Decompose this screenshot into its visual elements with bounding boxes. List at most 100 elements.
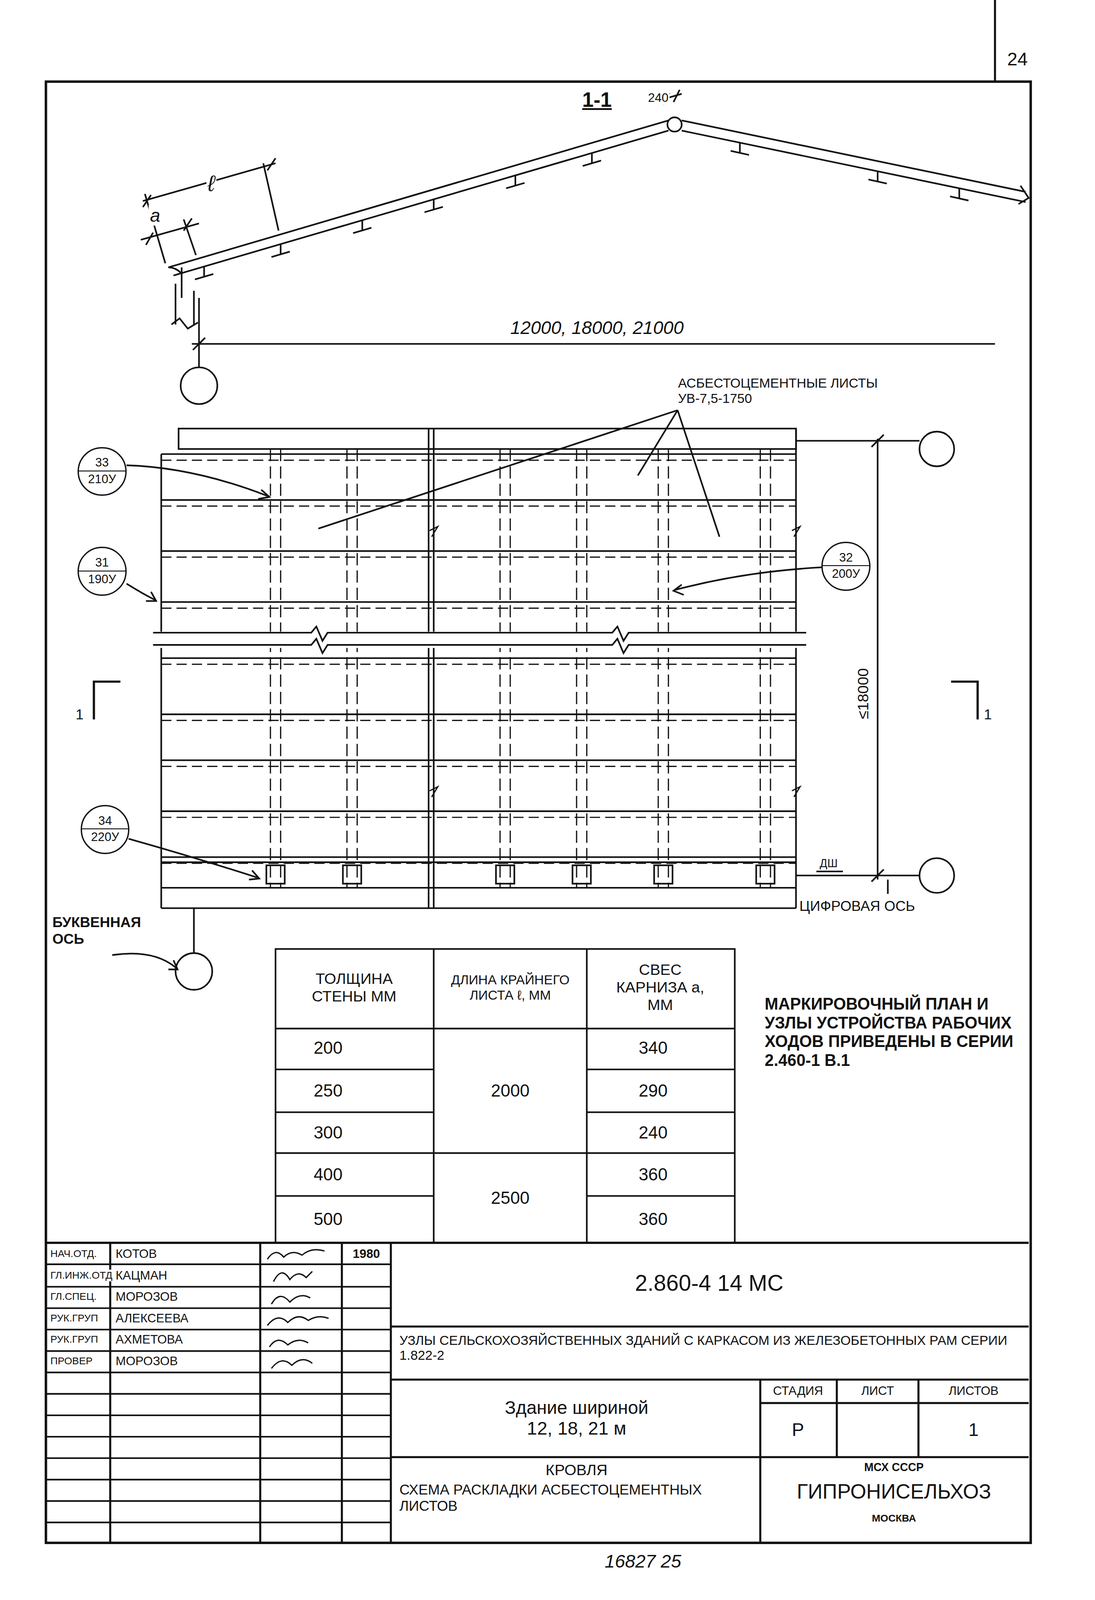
- table-cell: 400: [312, 1164, 344, 1185]
- role: ПРОВЕР: [49, 1355, 95, 1368]
- roof-plan: [509, 448, 512, 889]
- callout-code: 200У: [822, 566, 870, 590]
- axis-marker: [175, 431, 954, 990]
- purlin: [958, 188, 961, 199]
- axis-marker: [919, 431, 955, 467]
- purlin: [271, 251, 290, 257]
- roof-section: [171, 318, 198, 329]
- table-grid: [275, 1027, 735, 1030]
- roof-plan: [667, 448, 669, 889]
- callout-code: 220У: [82, 829, 129, 853]
- roof-plan: [427, 428, 430, 909]
- roof-plan: [576, 448, 578, 889]
- roof-plan: [499, 448, 501, 889]
- roof-plan: [161, 453, 797, 456]
- title-block-grid: [45, 1264, 391, 1523]
- table-grid: [432, 949, 435, 1244]
- dimension-symbol: a: [148, 204, 162, 226]
- person-name: КАЦМАН: [114, 1268, 170, 1283]
- title-block-grid: [760, 1379, 1029, 1544]
- leader-line: [258, 490, 270, 500]
- table-cell: 250: [312, 1081, 344, 1101]
- roof-plan: [346, 448, 348, 889]
- signature: [267, 1250, 329, 1369]
- table-cell: 2500: [489, 1187, 532, 1208]
- signature: [271, 1296, 311, 1305]
- roof-plan: [161, 607, 797, 610]
- table-header: ДЛИНА КРАЙНЕГО ЛИСТА ℓ, ММ: [435, 972, 586, 1004]
- roof-plan: [161, 459, 797, 462]
- purlin: [361, 220, 364, 231]
- signature: [271, 1360, 313, 1369]
- leader-line: [675, 567, 822, 591]
- callout-circle: 34220У: [80, 805, 130, 855]
- purlin: [591, 153, 593, 164]
- title-block-grid: [390, 1326, 1029, 1458]
- roof-plan: [161, 505, 797, 508]
- table-cell: 340: [637, 1038, 669, 1059]
- callout-number: 32: [822, 543, 870, 567]
- document-code: 2.860-4 14 МС: [633, 1270, 785, 1297]
- dimension-line: [142, 163, 276, 202]
- sheet-frame: [45, 81, 1031, 1544]
- person-name: АХМЕТОВА: [114, 1333, 185, 1347]
- section-marker: [93, 681, 121, 720]
- axis-marker: [919, 858, 955, 894]
- title-block-grid: [45, 1241, 1029, 1245]
- roof-section: [681, 120, 1026, 192]
- roof-plan: [432, 428, 435, 909]
- role: НАЧ.ОТД.: [49, 1248, 99, 1260]
- section-title: 1-1: [581, 88, 614, 112]
- roof-plan: [769, 448, 772, 889]
- table-cell: 360: [637, 1209, 669, 1230]
- person-name: КОТОВ: [114, 1246, 159, 1261]
- purlin: [730, 151, 750, 156]
- stage-value: Р: [790, 1419, 806, 1441]
- roof-section: [667, 117, 682, 132]
- dimension-line: [796, 875, 920, 877]
- section-marker-label: 1: [982, 705, 994, 723]
- section-marker-label: 1: [74, 705, 86, 723]
- dimension-line: [198, 297, 201, 368]
- organisation: МОСКВА: [870, 1512, 918, 1525]
- purlin: [950, 196, 969, 201]
- leader-line: [248, 870, 260, 880]
- roof-section: [168, 120, 669, 268]
- table-cell: 240: [637, 1122, 669, 1143]
- dimension-value: ≤18000: [854, 667, 873, 721]
- stage-value: 1: [966, 1419, 981, 1441]
- title-block-grid: [109, 1243, 391, 1544]
- roof-plan: [161, 664, 797, 666]
- person-name: АЛЕКСЕЕВА: [114, 1311, 191, 1326]
- roof-plan: [495, 865, 515, 885]
- table-header: СВЕС КАРНИЗА a, ММ: [602, 961, 718, 1015]
- purlin: [424, 206, 444, 213]
- role: ГЛ.СПЕЦ.: [49, 1291, 99, 1303]
- section-marker: [951, 681, 978, 720]
- roof-plan: [161, 861, 797, 864]
- sheet-title: СХЕМА РАСКЛАДКИ АСБЕСТОЦЕМЕНТНЫХ ЛИСТОВ: [398, 1481, 758, 1515]
- table-cell: 200: [312, 1038, 344, 1059]
- leader-line: [112, 953, 176, 968]
- page-number: 24: [1005, 48, 1029, 70]
- roof-plan: [657, 448, 660, 889]
- callout-code: 210У: [78, 471, 126, 495]
- purlin: [868, 179, 887, 184]
- table-cell: 360: [637, 1164, 669, 1185]
- roof-plan: [755, 865, 775, 885]
- dimension-line: [816, 870, 844, 873]
- roof-plan: [161, 907, 797, 910]
- axis-note: БУКВЕННАЯ ОСЬ: [50, 914, 151, 948]
- roof-plan: [161, 759, 797, 762]
- roof-plan: [343, 865, 362, 885]
- dimension-symbol: ℓ: [206, 170, 217, 197]
- purlin: [279, 244, 282, 255]
- material-note: АСБЕСТОЦЕМЕНТНЫЕ ЛИСТЫ УВ-7,5-1750: [676, 375, 894, 407]
- roof-plan: [266, 865, 285, 885]
- signature: [267, 1250, 325, 1260]
- signature: [269, 1340, 309, 1348]
- leader-line: [126, 583, 156, 601]
- table-cell: 500: [312, 1209, 344, 1230]
- roof-plan: [792, 526, 801, 537]
- axis-marker: [180, 367, 218, 405]
